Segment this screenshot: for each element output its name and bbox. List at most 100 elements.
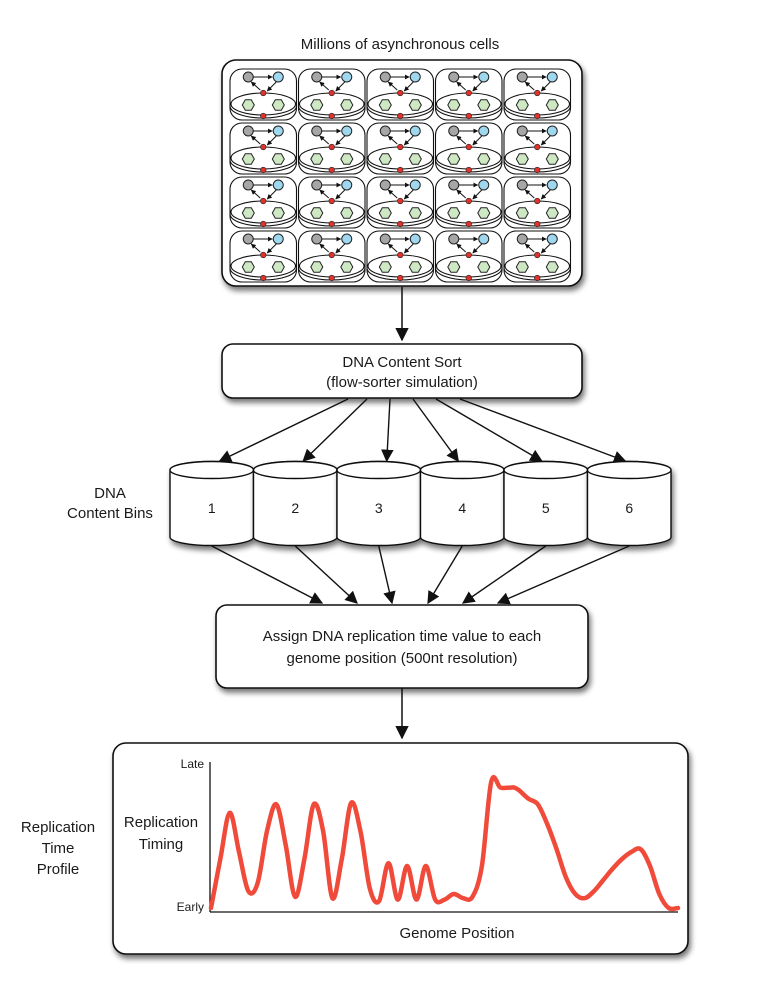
profile-box-frame	[112, 742, 689, 955]
bin-arrows	[211, 398, 630, 605]
green-hexagon-icon	[310, 207, 324, 219]
red-dot-icon	[397, 166, 404, 174]
arrow-icon	[319, 135, 330, 145]
blue-circle-icon	[409, 233, 421, 245]
green-hexagon-icon	[477, 153, 491, 165]
gray-circle-icon	[379, 233, 391, 245]
bin-number: 2	[291, 500, 299, 516]
blue-circle-icon	[341, 233, 353, 245]
arrow-icon	[250, 81, 261, 91]
cylinder-top	[503, 460, 589, 480]
cell	[229, 176, 298, 229]
red-dot-icon	[465, 251, 472, 259]
arrow-icon	[524, 189, 535, 199]
nucleus	[230, 254, 297, 278]
red-dot-icon	[534, 251, 541, 259]
cell	[503, 122, 572, 175]
nucleus	[298, 146, 365, 170]
arrow-icon	[524, 81, 535, 91]
green-hexagon-icon	[241, 207, 255, 219]
arrow-icon	[387, 81, 398, 91]
arrow-icon	[266, 135, 277, 146]
arrow-icon	[456, 189, 467, 199]
cell	[366, 176, 435, 229]
red-dot-icon	[397, 89, 404, 97]
nucleus	[504, 146, 571, 170]
red-dot-icon	[397, 143, 404, 151]
gray-circle-icon	[242, 125, 254, 137]
red-dot-icon	[260, 220, 267, 228]
cylinder-top	[419, 460, 505, 480]
gray-circle-icon	[516, 179, 528, 191]
profile-side-label-2: Time	[42, 840, 75, 857]
arrow-sort-to-bin-5	[435, 398, 543, 462]
green-hexagon-icon	[477, 261, 491, 273]
cells-title: Millions of asynchronous cells	[301, 36, 499, 53]
blue-circle-icon	[546, 179, 558, 191]
cell-population-panel	[221, 59, 583, 287]
bins-label-line2: Content Bins	[67, 505, 153, 522]
nucleus	[367, 200, 434, 224]
cell	[229, 68, 298, 121]
gray-circle-icon	[242, 233, 254, 245]
red-dot-icon	[397, 112, 404, 120]
arrow-sort-to-bin-3	[381, 398, 394, 463]
arrow-icon	[456, 81, 467, 91]
green-hexagon-icon	[378, 261, 392, 273]
nucleus	[435, 200, 502, 224]
blue-circle-icon	[409, 179, 421, 191]
arrow-bin-4-to-assign	[427, 545, 463, 605]
arrow-icon	[319, 189, 330, 199]
arrow-bin-2-to-assign	[294, 545, 358, 604]
green-hexagon-icon	[408, 99, 422, 111]
arrow-icon	[403, 189, 414, 200]
dna-bin-2	[252, 460, 338, 547]
cylinder-top	[169, 460, 255, 480]
nucleus	[435, 92, 502, 116]
dna-bin-6	[586, 460, 672, 547]
sort-box-subtitle: (flow-sorter simulation)	[326, 374, 478, 391]
arrow-icon	[266, 243, 277, 254]
blue-circle-icon	[341, 71, 353, 83]
y-tick-early: Early	[177, 900, 204, 914]
arrow-icon	[456, 135, 467, 145]
green-hexagon-icon	[310, 153, 324, 165]
green-hexagon-icon	[447, 153, 461, 165]
assign-box-line1: Assign DNA replication time value to eac…	[263, 628, 541, 645]
green-hexagon-icon	[340, 99, 354, 111]
gray-circle-icon	[448, 125, 460, 137]
cell	[297, 122, 366, 175]
cell	[297, 68, 366, 121]
replication-timing-curve	[208, 774, 681, 912]
red-dot-icon	[465, 143, 472, 151]
red-dot-icon	[534, 89, 541, 97]
red-dot-icon	[465, 112, 472, 120]
green-hexagon-icon	[241, 261, 255, 273]
gray-circle-icon	[379, 179, 391, 191]
red-dot-icon	[260, 197, 267, 205]
gray-circle-icon	[448, 179, 460, 191]
blue-circle-icon	[341, 125, 353, 137]
red-dot-icon	[328, 220, 335, 228]
green-hexagon-icon	[271, 261, 285, 273]
arrow-icon	[335, 243, 346, 254]
green-hexagon-icon	[271, 99, 285, 111]
arrow-icon	[266, 81, 277, 92]
gray-circle-icon	[311, 71, 323, 83]
nucleus	[504, 92, 571, 116]
red-dot-icon	[397, 220, 404, 228]
profile-side-label-3: Profile	[37, 861, 80, 878]
arrow-bin-1-to-assign	[211, 545, 324, 604]
arrow-icon	[524, 243, 535, 253]
cylinder-top	[586, 460, 672, 480]
gray-circle-icon	[448, 71, 460, 83]
nucleus	[230, 92, 297, 116]
arrow-icon	[250, 135, 261, 145]
blue-circle-icon	[272, 233, 284, 245]
sort-box-title: DNA Content Sort	[342, 354, 462, 371]
arrow-icon	[540, 243, 551, 254]
blue-circle-icon	[272, 179, 284, 191]
green-hexagon-icon	[241, 153, 255, 165]
replication-profile-panel: Late Early Replication Timing Genome Pos…	[112, 742, 689, 955]
red-dot-icon	[328, 112, 335, 120]
